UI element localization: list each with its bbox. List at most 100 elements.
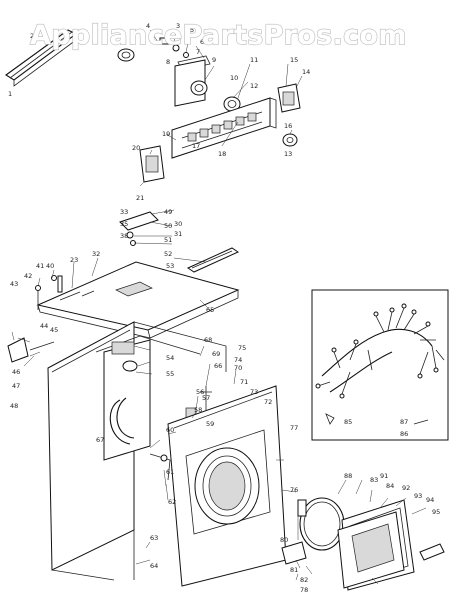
part-label-73: 73 <box>250 388 258 396</box>
part-label-44: 44 <box>40 322 48 330</box>
part-label-9: 9 <box>212 56 216 64</box>
part-label-62: 62 <box>168 498 176 506</box>
watermark-text: AppliancePartsPros.com <box>30 20 407 51</box>
part-label-11: 11 <box>250 56 258 64</box>
part-label-19: 19 <box>162 130 170 138</box>
part-label-85: 85 <box>344 418 352 426</box>
part-label-76: 76 <box>290 486 298 494</box>
part-label-33: 33 <box>120 208 128 216</box>
part-label-55: 55 <box>166 370 174 378</box>
part-label-5: 5 <box>190 26 194 34</box>
leader-lines <box>11 29 427 585</box>
part-label-57: 57 <box>202 394 210 402</box>
part-label-58: 58 <box>194 406 202 414</box>
part-label-71: 71 <box>240 378 248 386</box>
part-label-70: 70 <box>234 364 242 372</box>
part-label-93: 93 <box>414 492 422 500</box>
part-label-30: 30 <box>174 220 182 228</box>
part-labels: 1 2 3 4 5 6 7 8 9 10 11 12 13 14 15 16 1… <box>8 22 440 594</box>
part-label-1: 1 <box>8 90 12 98</box>
part-label-40: 40 <box>46 262 54 270</box>
part-label-92: 92 <box>402 484 410 492</box>
part-label-21: 21 <box>136 194 144 202</box>
part-lid <box>186 247 240 273</box>
part-left-hardware <box>7 275 63 363</box>
part-label-35: 35 <box>120 220 128 228</box>
part-label-56: 56 <box>196 388 204 396</box>
part-label-8: 8 <box>166 58 170 66</box>
part-label-66: 66 <box>214 362 222 370</box>
part-label-72: 72 <box>264 398 272 406</box>
part-timer-assembly <box>174 59 241 112</box>
part-label-65: 65 <box>206 306 214 314</box>
part-label-94: 94 <box>426 496 434 504</box>
part-label-51: 51 <box>164 236 172 244</box>
part-lid-hinge <box>119 211 159 246</box>
part-label-53: 53 <box>166 262 174 270</box>
part-label-78: 78 <box>300 586 308 594</box>
part-door <box>337 499 415 591</box>
part-label-61: 61 <box>166 468 174 476</box>
part-label-16: 16 <box>284 122 292 130</box>
part-label-43: 43 <box>10 280 18 288</box>
part-label-14: 14 <box>302 68 310 76</box>
part-label-42: 42 <box>24 272 32 280</box>
part-console-panel <box>171 97 277 159</box>
part-label-10: 10 <box>230 74 238 82</box>
part-label-2: 2 <box>30 32 34 40</box>
part-label-63: 63 <box>150 534 158 542</box>
part-control-bracket <box>277 83 301 113</box>
part-label-75: 75 <box>238 344 246 352</box>
part-label-91: 91 <box>380 472 388 480</box>
part-label-47: 47 <box>12 382 20 390</box>
part-knob-small <box>282 133 298 147</box>
part-label-82: 82 <box>300 576 308 584</box>
part-label-12: 12 <box>250 82 258 90</box>
part-label-3: 3 <box>176 22 180 30</box>
part-top-panel <box>36 261 240 339</box>
part-label-68: 68 <box>204 336 212 344</box>
part-label-64: 64 <box>150 562 158 570</box>
part-label-4: 4 <box>146 22 150 30</box>
part-label-15: 15 <box>290 56 298 64</box>
part-label-6: 6 <box>200 38 204 46</box>
part-label-95: 95 <box>432 508 440 516</box>
part-label-59: 59 <box>206 420 214 428</box>
part-label-54: 54 <box>166 354 174 362</box>
part-label-52: 52 <box>164 250 172 258</box>
part-switch-bracket <box>139 145 165 183</box>
part-rail <box>5 29 78 87</box>
part-label-69: 69 <box>212 350 220 358</box>
part-label-46: 46 <box>12 368 20 376</box>
part-label-60: 60 <box>166 426 174 434</box>
part-label-67: 67 <box>96 436 104 444</box>
part-label-77: 77 <box>290 424 298 432</box>
part-label-17: 17 <box>192 142 200 150</box>
part-label-86: 86 <box>400 430 408 438</box>
part-label-50: 50 <box>164 222 172 230</box>
part-label-20: 20 <box>132 144 140 152</box>
part-label-7: 7 <box>196 48 200 56</box>
part-label-80: 80 <box>280 536 288 544</box>
part-label-83: 83 <box>370 476 378 484</box>
part-label-87: 87 <box>400 418 408 426</box>
part-label-84: 84 <box>386 482 394 490</box>
part-label-88: 88 <box>344 472 352 480</box>
part-label-41: 41 <box>36 262 44 270</box>
part-label-48: 48 <box>10 402 18 410</box>
part-label-81: 81 <box>290 566 298 574</box>
part-door-seal <box>299 497 345 551</box>
wiring-harness-inset <box>311 289 449 441</box>
part-cabinet <box>47 321 227 581</box>
part-label-13: 13 <box>284 150 292 158</box>
part-door-handle <box>281 499 445 565</box>
part-label-31: 31 <box>174 230 182 238</box>
part-label-49: 49 <box>164 208 172 216</box>
part-knob-set <box>117 37 211 71</box>
part-label-23: 23 <box>70 256 78 264</box>
part-label-74: 74 <box>234 356 242 364</box>
part-label-45: 45 <box>50 326 58 334</box>
part-label-38: 38 <box>120 232 128 240</box>
part-label-32: 32 <box>92 250 100 258</box>
